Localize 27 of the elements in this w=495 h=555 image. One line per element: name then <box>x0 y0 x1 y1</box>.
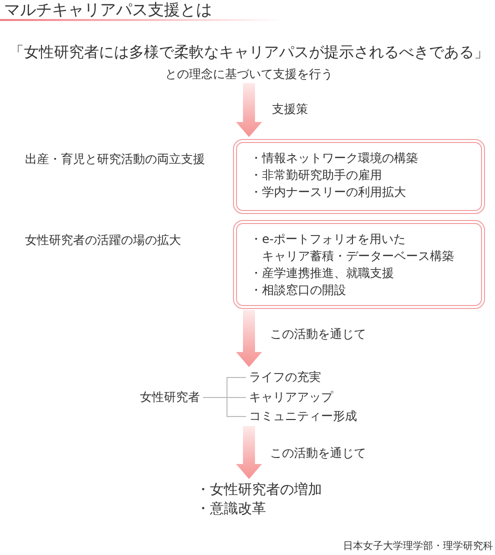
rounded-box <box>233 139 485 214</box>
list-item: ・産学連携推進、就職支援 <box>250 265 395 282</box>
branch-label: キャリアアップ <box>249 389 333 406</box>
block-arrow <box>236 310 262 367</box>
list-item: ・相談窓口の開設 <box>250 282 347 299</box>
block-arrow <box>236 426 262 479</box>
branch-label: ライフの充実 <box>249 369 321 386</box>
list-item: ・情報ネットワーク環境の構築 <box>250 150 419 167</box>
block-arrow <box>236 83 262 137</box>
edge-label: 支援策 <box>272 102 308 117</box>
list-item: ・意識改革 <box>196 500 267 519</box>
footer-text: 日本女子大学理学部・理学研究科 <box>343 540 493 553</box>
list-item: ・女性研究者の増加 <box>196 481 322 500</box>
branch-label: コミュニティー形成 <box>249 408 357 425</box>
list-item: ・学内ナースリーの利用拡大 <box>250 184 407 201</box>
edge-label: この活動を通じて <box>270 446 366 461</box>
page-title: マルチキャリアパス支援とは <box>4 0 212 20</box>
list-item: ・e-ポートフォリオを用いたキャリア蓄積・データーベース構築 <box>250 231 455 265</box>
list-item: ・非常勤研究助手の雇用 <box>250 167 383 184</box>
subtitle-text: との理念に基づいて支援を行う <box>164 66 334 82</box>
side-heading: 女性研究者の活躍の場の拡大 <box>25 232 181 249</box>
rounded-box <box>233 220 485 309</box>
connector-line <box>202 397 246 417</box>
side-heading: 出産・育児と研究活動の両立支援 <box>25 151 205 168</box>
edge-label: この活動を通じて <box>270 327 366 342</box>
branch-label: 女性研究者 <box>140 389 200 406</box>
statement-text: 「女性研究者には多様で柔軟なキャリアパスが提示されるべきである」 <box>8 42 490 63</box>
